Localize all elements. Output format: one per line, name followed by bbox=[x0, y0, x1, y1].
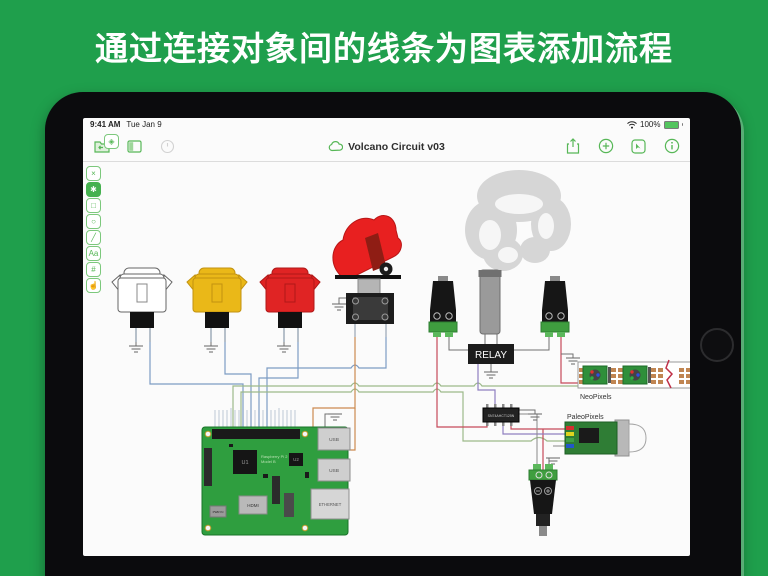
arcade-button-white[interactable] bbox=[111, 267, 173, 342]
usb1-label: USB bbox=[329, 437, 339, 443]
usb2-label: USB bbox=[329, 468, 339, 474]
barrel-jack-right[interactable] bbox=[540, 276, 570, 337]
undo-icon bbox=[159, 138, 176, 155]
sidebar-icon[interactable] bbox=[126, 138, 143, 155]
relay-label: RELAY bbox=[475, 350, 507, 361]
toolbar-right bbox=[564, 138, 680, 155]
pwr-label: PWR IN bbox=[213, 510, 224, 514]
share-icon[interactable] bbox=[564, 138, 581, 155]
stencil-icon[interactable] bbox=[630, 138, 647, 155]
info-icon[interactable] bbox=[663, 138, 680, 155]
paleopixels-label: PaleoPixels bbox=[567, 414, 604, 421]
paleopixels-module[interactable]: PaleoPixels bbox=[564, 414, 647, 457]
board-name-line2: Model B bbox=[261, 459, 276, 464]
tool-diagram[interactable]: # bbox=[86, 262, 101, 277]
neopixel-led bbox=[582, 365, 608, 385]
barrel-jack-bottom[interactable] bbox=[528, 464, 558, 536]
raspberry-pi-board[interactable]: U1 U2 Raspberry Pi 2 Model B USB USB ETH… bbox=[201, 408, 351, 536]
document-title: Volcano Circuit v03 bbox=[348, 140, 445, 153]
missile-toggle-switch[interactable] bbox=[332, 215, 402, 337]
status-left: 9:41 AM Tue Jan 9 bbox=[90, 120, 168, 129]
add-icon[interactable] bbox=[597, 138, 614, 155]
wifi-icon bbox=[627, 120, 637, 129]
tool-freehand[interactable]: ○ bbox=[86, 214, 101, 229]
battery-icon bbox=[663, 120, 679, 129]
neopixel-strip[interactable]: NeoPixels bbox=[577, 359, 690, 401]
barrel-jack-left[interactable] bbox=[428, 276, 458, 337]
tool-shape[interactable]: □ bbox=[86, 198, 101, 213]
u2-label: U2 bbox=[293, 457, 299, 462]
slide-heading: 通过连接对象间的线条为图表添加流程 bbox=[95, 30, 673, 67]
strip-cut-mark bbox=[665, 359, 674, 389]
smoke-tube[interactable] bbox=[478, 269, 502, 335]
status-date: Tue Jan 9 bbox=[126, 120, 162, 129]
status-bar: 9:41 AM Tue Jan 9 100% bbox=[83, 118, 690, 131]
board-name-line1: Raspberry Pi 2 bbox=[261, 454, 288, 459]
ipad-screen: 9:41 AM Tue Jan 9 100% bbox=[83, 118, 690, 556]
tool-text[interactable]: Aa bbox=[86, 246, 101, 261]
tool-palette: × ✱ □ ○ ╱ Aa # ☝ bbox=[86, 166, 101, 293]
neopixels-label: NeoPixels bbox=[580, 394, 612, 401]
status-right: 100% bbox=[627, 120, 683, 129]
toolbar: Volcano Circuit v03 bbox=[83, 131, 690, 162]
battery-icon-tip bbox=[681, 123, 683, 126]
tool-style-variant[interactable]: ◈ bbox=[104, 134, 119, 149]
level-shifter-ic[interactable]: SN74AHCT125N bbox=[482, 404, 520, 426]
battery-percent: 100% bbox=[640, 120, 661, 129]
tool-line[interactable]: ╱ bbox=[86, 230, 101, 245]
smoke-cloud[interactable] bbox=[465, 170, 571, 271]
document-canvas[interactable]: RELAY bbox=[83, 162, 690, 556]
ipad-device-frame: 9:41 AM Tue Jan 9 100% bbox=[45, 92, 741, 576]
tool-interaction[interactable]: ☝ bbox=[86, 278, 101, 293]
u1-label: U1 bbox=[241, 460, 248, 466]
tool-style[interactable]: ✱ bbox=[86, 182, 101, 197]
ic-label: SN74AHCT125N bbox=[488, 414, 515, 418]
arcade-button-yellow[interactable] bbox=[186, 267, 248, 342]
arcade-button-red[interactable] bbox=[259, 267, 321, 342]
hdmi-label: HDMI bbox=[247, 503, 259, 508]
tool-close[interactable]: × bbox=[86, 166, 101, 181]
cloud-sync-icon bbox=[328, 141, 344, 152]
status-time: 9:41 AM bbox=[90, 120, 121, 129]
ethernet-label: ETHERNET bbox=[319, 502, 342, 507]
home-button[interactable] bbox=[700, 328, 734, 362]
relay[interactable]: RELAY bbox=[468, 344, 514, 364]
neopixel-led bbox=[622, 365, 648, 385]
